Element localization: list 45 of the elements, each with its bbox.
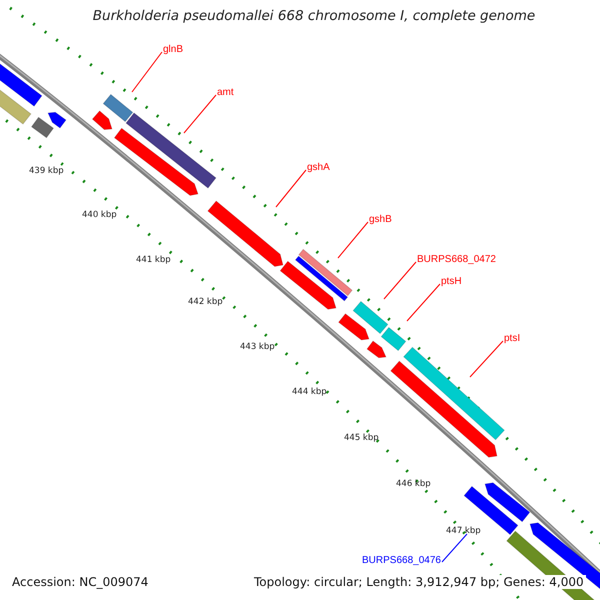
scale-label: 440 kbp: [82, 211, 117, 220]
leader-line: [276, 170, 306, 208]
accession-text: Accession: NC_009074: [10, 575, 150, 589]
gene-label: gshA: [307, 163, 330, 173]
gene-bar: [380, 326, 406, 352]
scale-label: 445 kbp: [344, 434, 379, 442]
title: Burkholderia pseudomallei 668 chromosome I, complete genome: [92, 10, 536, 24]
pointed-gene-bar: [280, 260, 337, 310]
scale-label: 447 kbp: [446, 527, 481, 536]
genome-summary-text: Topology: circular; Length: 3,912,947 bp; Genes: 4,000: [252, 575, 586, 589]
gene-bar: [464, 486, 518, 536]
scale-label: 439 kbp: [29, 167, 64, 176]
gene-bar: [102, 94, 134, 122]
pointed-gene-bar: [338, 313, 370, 340]
gene-label: ptsH: [441, 277, 462, 287]
scale-label: 444 kbp: [292, 388, 327, 396]
gene-bar: [403, 346, 505, 440]
leader-line: [338, 222, 368, 258]
gene-label: amt: [217, 88, 234, 98]
leader-line: [470, 340, 504, 378]
pointed-gene-bar: [207, 200, 284, 267]
pointed-gene-bar: [484, 482, 530, 522]
pointed-gene-bar: [390, 360, 498, 458]
scale-label: 441 kbp: [136, 256, 171, 264]
leader-line: [132, 52, 162, 92]
gene-label: BURPS668_0476: [362, 556, 441, 566]
leader-line: [384, 262, 416, 300]
gene-bar: [125, 112, 217, 189]
scale-label: 443 kbp: [240, 343, 275, 352]
pointed-gene-bar: [92, 110, 113, 130]
gene-label: gshB: [369, 215, 392, 225]
gene-label: glnB: [163, 45, 184, 55]
leader-line: [406, 284, 440, 322]
gene-bar: [30, 116, 54, 138]
pointed-gene-bar: [114, 128, 199, 196]
pointed-gene-bar: [366, 340, 387, 358]
gene-bar: [352, 300, 388, 334]
scale-label: 446 kbp: [396, 480, 431, 488]
scale-label: 442 kbp: [188, 298, 223, 306]
pointed-gene-bar: [47, 112, 67, 129]
gene-label: ptsI: [504, 334, 520, 344]
leader-line: [442, 534, 468, 562]
leader-line: [184, 94, 216, 134]
gene-label: BURPS668_0472: [417, 255, 496, 265]
gene-bar: [294, 248, 353, 302]
